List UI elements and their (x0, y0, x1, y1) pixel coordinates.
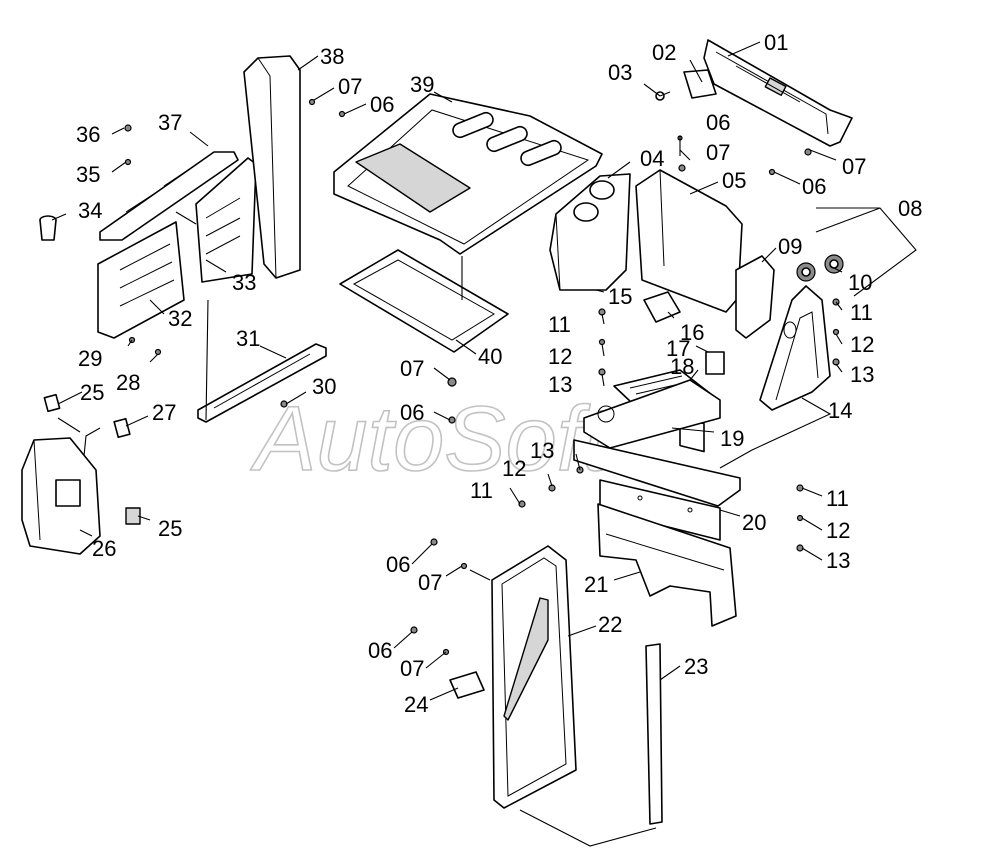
callout-25: 25 (80, 380, 104, 405)
callout-07: 07 (418, 570, 442, 595)
callout-33: 33 (232, 270, 256, 295)
part-40-tray-frame (339, 249, 509, 353)
callout-05: 05 (722, 168, 746, 193)
callout-17: 17 (666, 336, 690, 361)
callout-19: 19 (720, 426, 744, 451)
callout-20: 20 (742, 510, 766, 535)
callout-01: 01 (764, 30, 788, 55)
callout-13: 13 (548, 372, 572, 397)
callout-13: 13 (530, 438, 554, 463)
part-02-pad (683, 69, 717, 99)
callout-32: 32 (168, 306, 192, 331)
callout-40: 40 (478, 344, 502, 369)
callout-27: 27 (152, 400, 176, 425)
callout-12: 12 (548, 344, 572, 369)
watermark: AutoSoft (250, 388, 611, 490)
callout-08: 08 (898, 196, 922, 221)
callout-07: 07 (338, 74, 362, 99)
part-23-strip (645, 643, 663, 825)
part-37-tray (99, 151, 239, 241)
part-16-plate (643, 291, 681, 323)
callout-06: 06 (400, 400, 424, 425)
callout-30: 30 (312, 374, 336, 399)
callout-18: 18 (670, 354, 694, 379)
callout-11: 11 (826, 486, 849, 511)
part-27-switch (113, 417, 131, 439)
callout-22: 22 (598, 612, 622, 637)
part-26-side-panel (21, 437, 101, 555)
callout-07: 07 (706, 140, 730, 165)
part-09-panel (735, 255, 775, 339)
part-14-right-console (759, 285, 831, 411)
callout-04: 04 (640, 146, 664, 171)
callout-23: 23 (684, 654, 708, 679)
part-34-cup (39, 215, 57, 241)
callout-16: 16 (680, 320, 704, 345)
callout-06: 06 (802, 174, 826, 199)
callout-09: 09 (778, 234, 802, 259)
part-33-panel (195, 157, 257, 283)
callout-07: 07 (400, 356, 424, 381)
callout-35: 35 (76, 162, 100, 187)
part-17-hinge (705, 351, 725, 375)
callout-12: 12 (850, 332, 874, 357)
part-25-switch-a (43, 393, 61, 413)
part-20-bracket (573, 439, 741, 541)
callout-24: 24 (404, 692, 428, 717)
callout-29: 29 (78, 346, 102, 371)
callout-37: 37 (158, 110, 182, 135)
part-04-gauge-console (549, 173, 631, 291)
part-39-roof (333, 93, 603, 255)
part-25-switch-b (125, 507, 141, 525)
callout-02: 02 (652, 40, 676, 65)
part-22-door (491, 545, 577, 809)
callout-07: 07 (842, 154, 866, 179)
callout-06: 06 (706, 110, 730, 135)
callout-11: 11 (548, 312, 571, 337)
callout-03: 03 (608, 60, 632, 85)
callout-12: 12 (826, 518, 850, 543)
callout-21: 21 (584, 572, 608, 597)
callout-38: 38 (320, 44, 344, 69)
callout-39: 39 (410, 72, 434, 97)
callout-13: 13 (826, 548, 850, 573)
part-38-pillar (243, 55, 301, 279)
callout-31: 31 (236, 326, 260, 351)
callout-10: 10 (848, 270, 872, 295)
callout-07: 07 (400, 656, 424, 681)
callout-labels: 01 02 03 04 05 06 07 07 06 08 09 10 11 1… (76, 30, 922, 717)
callout-14: 14 (828, 398, 852, 423)
callout-06: 06 (370, 92, 394, 117)
part-01-top-trim (703, 39, 853, 147)
callout-11: 11 (470, 478, 493, 503)
callout-11: 11 (850, 300, 873, 325)
callout-12: 12 (502, 456, 526, 481)
callout-13: 13 (850, 362, 874, 387)
part-21-support (597, 503, 737, 627)
part-31-rail (197, 343, 327, 423)
callout-28: 28 (116, 370, 140, 395)
part-03-screw (655, 91, 671, 101)
callout-15: 15 (608, 284, 632, 309)
callout-26: 26 (92, 536, 116, 561)
part-32-panel (97, 221, 185, 339)
callout-25: 25 (158, 516, 182, 541)
callout-34: 34 (78, 198, 102, 223)
callout-36: 36 (76, 122, 100, 147)
leader-lines (51, 41, 917, 847)
callout-06: 06 (386, 552, 410, 577)
part-10-knobs (796, 254, 844, 282)
callout-06: 06 (368, 638, 392, 663)
part-24-plate (449, 671, 485, 699)
